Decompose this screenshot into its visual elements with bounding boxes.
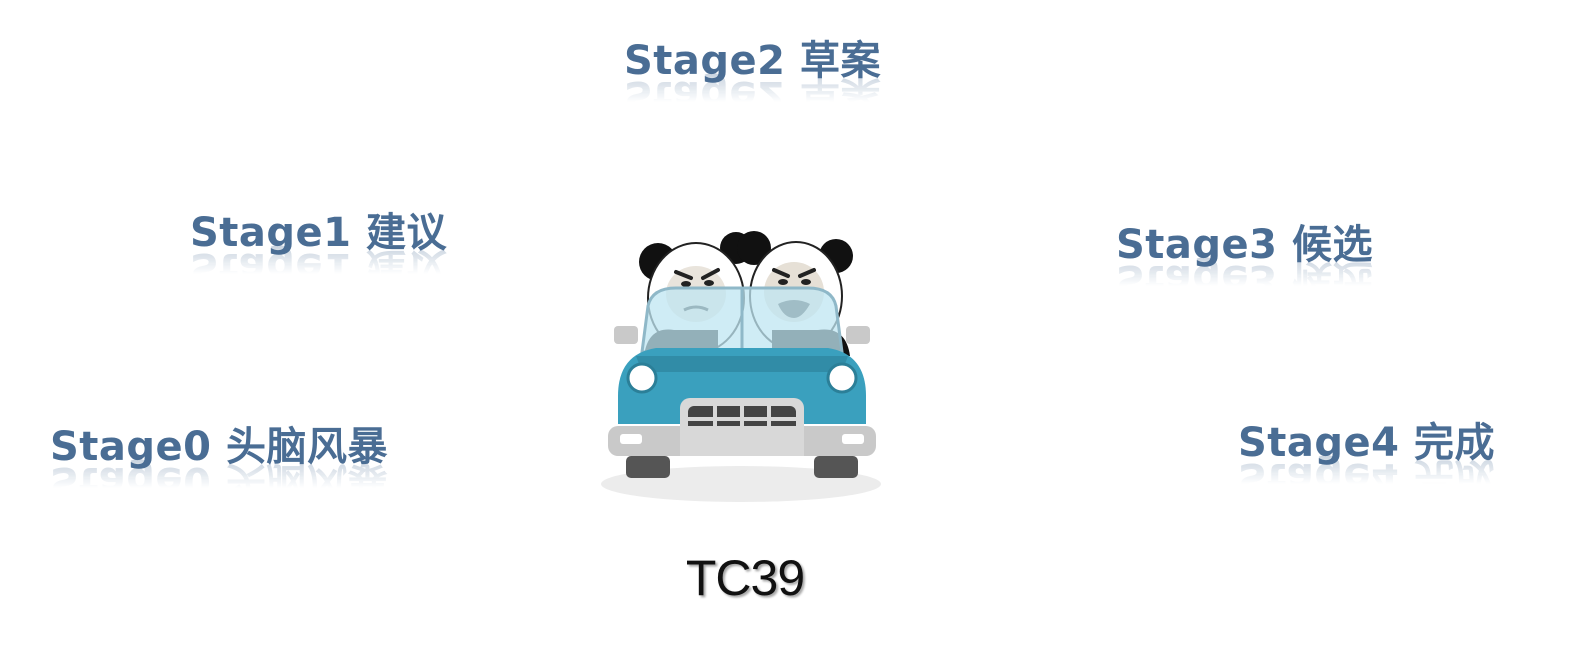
stage1-reflection: Stage1 建议 (190, 244, 447, 274)
stage0-label: Stage0 头脑风暴 (50, 424, 388, 470)
stage1-label: Stage1 建议 (190, 210, 447, 256)
stage2-item: Stage2 草案 Stage2 草案 (624, 38, 881, 102)
stage4-item: Stage4 完成 Stage4 完成 (1238, 420, 1495, 484)
center-label: TC39 (685, 550, 805, 606)
stage4-label: Stage4 完成 (1238, 420, 1495, 466)
stage0-item: Stage0 头脑风暴 Stage0 头脑风暴 (50, 424, 388, 488)
car-with-pandas-icon (596, 226, 886, 510)
stage3-label: Stage3 候选 (1116, 222, 1373, 268)
stage3-reflection: Stage3 候选 (1116, 256, 1373, 286)
stage2-reflection: Stage2 草案 (624, 72, 881, 102)
stage4-reflection: Stage4 完成 (1238, 454, 1495, 484)
stage0-reflection: Stage0 头脑风暴 (50, 458, 388, 488)
stage2-label: Stage2 草案 (624, 38, 881, 84)
stage1-item: Stage1 建议 Stage1 建议 (190, 210, 447, 274)
stage3-item: Stage3 候选 Stage3 候选 (1116, 222, 1373, 286)
